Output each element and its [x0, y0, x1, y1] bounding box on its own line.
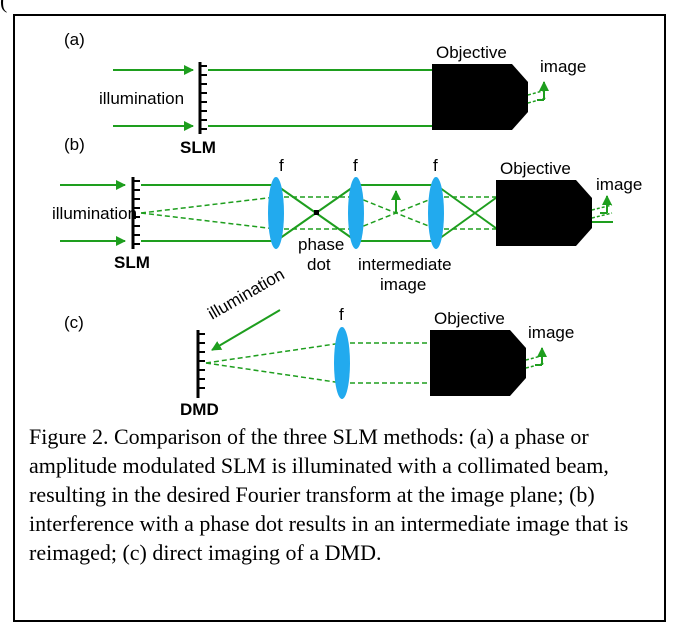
panel-b-label: (b) — [64, 135, 85, 154]
panel-c-label: (c) — [64, 313, 84, 332]
panel-c-dmd-label: DMD — [180, 400, 219, 419]
panel-c-illumination-arrow — [211, 309, 281, 351]
panel-b-f-label-1: f — [279, 156, 284, 175]
panel-b-image-label: image — [596, 175, 642, 194]
panel-a: (a) illumination SLM — [64, 30, 586, 157]
panel-b-lens-2 — [348, 177, 364, 249]
panel-a-slm — [198, 62, 207, 134]
panel-b-dot-label: dot — [307, 255, 331, 274]
panel-c: (c) illumination DMD — [64, 264, 574, 419]
panel-b: (b) illumination SLM — [52, 135, 642, 294]
panel-c-dmd — [196, 330, 205, 398]
panel-c-dashed-beams — [205, 342, 432, 384]
panel-a-image-label: image — [540, 57, 586, 76]
panel-b-illumination-label: illumination — [52, 204, 137, 223]
panel-b-f-label-3: f — [433, 156, 438, 175]
panel-c-illumination-label: illumination — [205, 264, 288, 323]
panel-b-objective-label: Objective — [500, 159, 571, 178]
panel-c-f-label: f — [339, 305, 344, 324]
panel-b-objective — [496, 180, 592, 246]
panel-b-intermediate-label: intermediate — [358, 255, 452, 274]
panel-c-objective — [430, 330, 526, 396]
figure-box — [13, 14, 666, 622]
figure-caption: Figure 2. Comparison of the three SLM me… — [29, 424, 629, 565]
panel-a-objective-label: Objective — [436, 43, 507, 62]
top-text-fragment: ( — [0, 0, 8, 13]
panel-b-lens-1 — [268, 177, 284, 249]
panel-b-slm-label: SLM — [114, 253, 150, 272]
panel-b-solid-beams — [141, 184, 501, 242]
panel-c-objective-label: Objective — [434, 309, 505, 328]
panel-b-phase-dot — [314, 210, 319, 215]
panel-a-illumination-label: illumination — [99, 89, 184, 108]
panel-a-slm-label: SLM — [180, 138, 216, 157]
panel-c-lens — [334, 327, 350, 399]
panel-b-slm — [131, 177, 140, 249]
panel-c-image-label: image — [528, 323, 574, 342]
panel-b-dashed-beams — [140, 196, 500, 230]
panel-b-lens-3 — [428, 177, 444, 249]
panel-b-f-label-2: f — [353, 156, 358, 175]
panel-b-intermediate-image-label: image — [380, 275, 426, 294]
panel-b-phase-label: phase — [298, 235, 344, 254]
panel-a-objective — [432, 64, 528, 130]
panel-a-label: (a) — [64, 30, 85, 49]
